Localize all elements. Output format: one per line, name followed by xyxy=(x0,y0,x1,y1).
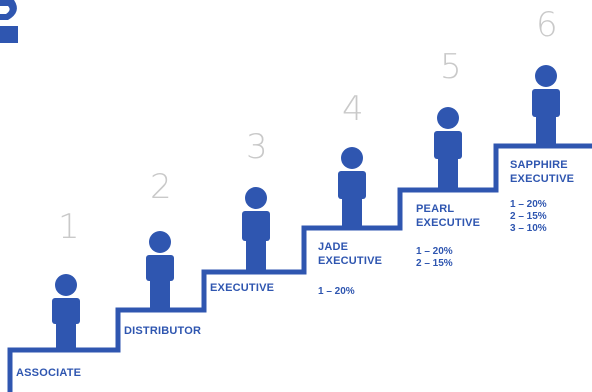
step-title-6: SAPPHIRE EXECUTIVE xyxy=(510,159,575,185)
rate-line: 1 – 20% xyxy=(510,199,547,210)
person-icon-6 xyxy=(532,65,560,144)
staircase-line xyxy=(7,143,592,392)
rates-step-4: 1 – 20% 2 – 15% xyxy=(416,246,453,270)
person-icon-2 xyxy=(146,231,174,308)
step-title-1: ASSOCIATE xyxy=(16,367,82,379)
rate-line: 2 – 15% xyxy=(510,211,547,222)
step-title-3: EXECUTIVE xyxy=(210,282,275,294)
logo-fragment xyxy=(0,0,18,43)
rates-step-5: 1 – 20% 2 – 15% 3 – 10% xyxy=(510,199,547,235)
step-number-1: 1 xyxy=(58,207,80,247)
rates-step-3: 1 – 20% xyxy=(318,286,355,298)
person-icon-4 xyxy=(338,147,366,226)
person-icon-1 xyxy=(52,274,80,348)
rate-line: 3 – 10% xyxy=(510,223,547,234)
step-title-5: PEARL EXECUTIVE xyxy=(416,203,481,229)
step-number-3: 3 xyxy=(246,127,268,167)
step-title-2: DISTRIBUTOR xyxy=(124,325,202,337)
rate-line: 2 – 15% xyxy=(416,258,453,269)
rate-line: 1 – 20% xyxy=(416,246,453,257)
rate-line: 1 – 20% xyxy=(318,286,355,297)
step-number-2: 2 xyxy=(150,167,172,207)
person-icon-5 xyxy=(434,107,462,188)
person-icon-3 xyxy=(242,187,270,270)
step-number-4: 4 xyxy=(342,89,364,129)
step-title-4: JADE EXECUTIVE xyxy=(318,241,383,267)
step-number-5: 5 xyxy=(440,47,462,87)
step-number-6: 6 xyxy=(536,5,558,45)
